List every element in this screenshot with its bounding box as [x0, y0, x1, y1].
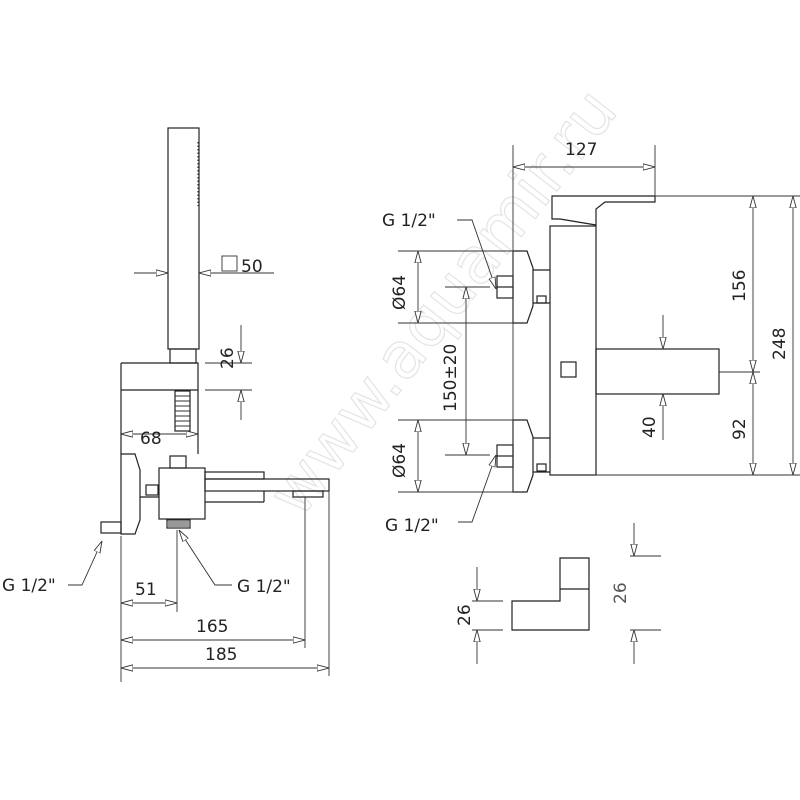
dim-127-label: 127: [565, 140, 597, 160]
wall-escutcheon: [120, 453, 141, 535]
dim-50-label: 50: [241, 257, 263, 277]
inlet-thread-label: G 1/2": [2, 576, 56, 596]
spout-outlet: [292, 490, 324, 498]
lower-inlet-thread-label: G 1/2": [385, 516, 439, 536]
outlet-thread-label: G 1/2": [237, 577, 291, 597]
upper-inlet-thread-label: G 1/2": [382, 211, 436, 231]
dim-68-label: 68: [140, 429, 162, 449]
detail-part: [511, 557, 590, 631]
diverter-square: [560, 361, 577, 378]
dim-26-label: 26: [218, 347, 238, 369]
detail-right-height-label: 26: [611, 582, 631, 604]
dim-92-label: 92: [730, 418, 750, 440]
detail-view: 26 26: [455, 523, 661, 664]
center-distance-label: 150±20: [441, 344, 461, 412]
side-view: G 1/2" G 1/2" 51 165 185: [2, 453, 330, 682]
square-section-icon: [221, 255, 238, 272]
mixer-body-front: [549, 225, 597, 476]
lower-diameter-label: Ø64: [390, 443, 410, 478]
spout: [204, 478, 330, 492]
diverter-knob: [169, 455, 187, 469]
lower-eccentric: [512, 419, 534, 493]
dim-165-label: 165: [196, 617, 228, 637]
dim-156-label: 156: [730, 270, 750, 302]
dim-185-label: 185: [205, 645, 237, 665]
hose-spring-icon: [174, 390, 191, 432]
lever-handle: [551, 195, 656, 226]
spout-height-label: 40: [640, 416, 660, 438]
hand-shower-view: 50 26 68: [120, 127, 274, 454]
detail-left-height-label: 26: [455, 604, 475, 626]
thread-outlet-icon: [166, 519, 191, 529]
dim-51-label: 51: [135, 580, 157, 600]
hand-shower-handle: [167, 127, 200, 350]
hand-shower-neck: [169, 348, 197, 364]
shower-holder: [120, 362, 199, 454]
spout-front: [595, 348, 720, 395]
dim-248-label: 248: [770, 328, 790, 360]
front-view: 127 Ø64 Ø64 150±20 G 1/2" G 1/2" 40 156 …: [382, 140, 800, 536]
mixer-body: [158, 467, 206, 520]
upper-diameter-label: Ø64: [390, 275, 410, 310]
wall-inlet: [100, 521, 122, 534]
